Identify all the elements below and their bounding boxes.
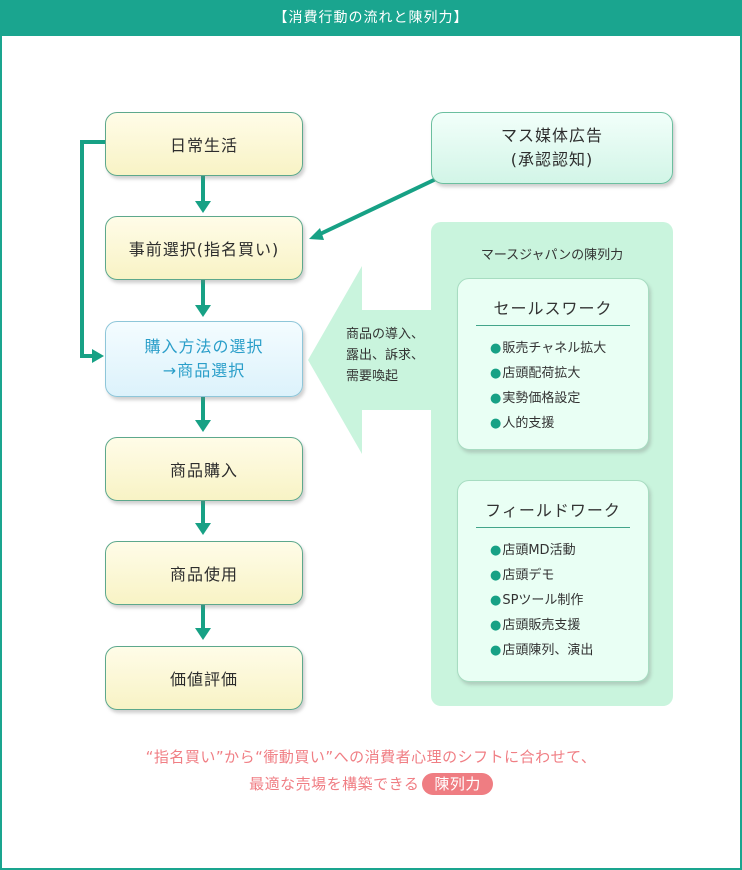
media-arrow [309, 177, 437, 240]
box-evaluation: 価値評価 [105, 646, 303, 710]
display-power-badge: 陳列力 [422, 773, 493, 795]
bullet-icon: ● [490, 643, 502, 658]
purchase-method-line2: →商品選択 [162, 361, 246, 380]
field-work-list: ●店頭MD活動 ●店頭デモ ●SPツール制作 ●店頭販売支援 ●店頭陳列、演出 [458, 538, 648, 663]
box-preselection: 事前選択(指名買い) [105, 216, 303, 280]
bullet-icon: ● [490, 416, 502, 431]
list-item: ●店頭販売支援 [490, 618, 581, 633]
bullet-icon: ● [490, 543, 502, 558]
mass-media-line2: (承認認知) [510, 150, 594, 169]
product-use-label: 商品使用 [169, 565, 238, 584]
loop-back-arrow [80, 140, 106, 363]
box-daily-life: 日常生活 [105, 112, 303, 176]
list-item: ●実勢価格設定 [490, 391, 581, 406]
box-mass-media: マス媒体広告 (承認認知) [431, 112, 673, 184]
preselection-label: 事前選択(指名買い) [128, 240, 280, 259]
header-bar: 【消費行動の流れと陳列力】 [0, 0, 742, 36]
display-power-panel: マースジャパンの陳列力 セールスワーク ●販売チャネル拡大 ●店頭配荷拡大 ●実… [431, 222, 673, 706]
bullet-icon: ● [490, 341, 502, 356]
sales-work-list: ●販売チャネル拡大 ●店頭配荷拡大 ●実勢価格設定 ●人的支援 [458, 336, 648, 436]
daily-life-label: 日常生活 [169, 136, 238, 155]
arrow-text-line2: 露出、訴求、 [346, 348, 425, 363]
arrow-text: 商品の導入、 露出、訴求、 需要喚起 [346, 324, 446, 387]
box-product-purchase: 商品購入 [105, 437, 303, 501]
vertical-flow-arrows [195, 176, 211, 640]
product-purchase-label: 商品購入 [169, 461, 238, 480]
list-item: ●SPツール制作 [490, 593, 584, 608]
sales-work-box: セールスワーク ●販売チャネル拡大 ●店頭配荷拡大 ●実勢価格設定 ●人的支援 [457, 278, 649, 450]
box-purchase-method: 購入方法の選択 →商品選択 [105, 321, 303, 397]
mass-media-line1: マス媒体広告 [500, 126, 603, 145]
bullet-icon: ● [490, 593, 502, 608]
caption-line2: 最適な売場を構築できる [249, 775, 420, 793]
purchase-method-line1: 購入方法の選択 [144, 337, 264, 356]
caption-line2-wrap: 最適な売場を構築できる陳列力 [0, 771, 742, 798]
bullet-icon: ● [490, 618, 502, 633]
sales-work-title: セールスワーク [476, 295, 630, 326]
box-product-use: 商品使用 [105, 541, 303, 605]
arrow-text-line3: 需要喚起 [346, 369, 399, 384]
list-item: ●人的支援 [490, 416, 555, 431]
evaluation-label: 価値評価 [169, 670, 238, 689]
list-item: ●店頭陳列、演出 [490, 643, 594, 658]
field-work-box: フィールドワーク ●店頭MD活動 ●店頭デモ ●SPツール制作 ●店頭販売支援 … [457, 480, 649, 682]
caption: “指名買い”から“衝動買い”への消費者心理のシフトに合わせて、 最適な売場を構築… [0, 744, 742, 798]
list-item: ●店頭MD活動 [490, 543, 576, 558]
bullet-icon: ● [490, 366, 502, 381]
arrow-text-line1: 商品の導入、 [346, 327, 425, 342]
caption-line1: “指名買い”から“衝動買い”への消費者心理のシフトに合わせて、 [145, 748, 597, 766]
list-item: ●販売チャネル拡大 [490, 341, 607, 356]
big-arrow [308, 266, 436, 454]
field-work-title: フィールドワーク [476, 497, 630, 528]
panel-title: マースジャパンの陳列力 [480, 248, 624, 263]
list-item: ●店頭配荷拡大 [490, 366, 581, 381]
bullet-icon: ● [490, 568, 502, 583]
list-item: ●店頭デモ [490, 568, 555, 583]
bullet-icon: ● [490, 391, 502, 406]
header-title: 【消費行動の流れと陳列力】 [273, 10, 469, 26]
